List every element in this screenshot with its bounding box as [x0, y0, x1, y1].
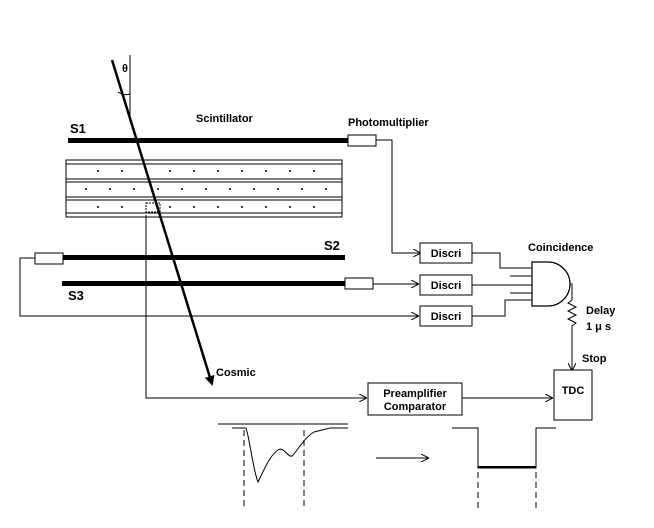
scintillator-bar-s2 — [62, 255, 345, 260]
comparator-label: Comparator — [384, 401, 447, 413]
theta-label: θ — [122, 63, 128, 75]
scintillator-bar-s1 — [68, 138, 348, 143]
wire-discri1-gate — [472, 252, 532, 269]
analog-pulse-waveform — [218, 423, 348, 510]
discri-label-3: Discri — [431, 311, 462, 323]
scintillator-bar-s3 — [62, 281, 345, 286]
digital-pulse-waveform — [452, 427, 556, 510]
cosmic-label: Cosmic — [216, 367, 256, 379]
coincidence-and-gate — [531, 261, 571, 307]
tdc-label: TDC — [562, 385, 585, 397]
preamplifier-comparator-box: Preamplifier Comparator — [367, 382, 463, 416]
photomultiplier-tube-s3 — [344, 277, 374, 290]
cosmic-track — [110, 59, 215, 386]
delay-value-label: 1 μ s — [586, 321, 611, 333]
stop-label: Stop — [582, 353, 607, 365]
coincidence-label: Coincidence — [528, 242, 593, 254]
discri-box-1: Discri — [419, 242, 473, 264]
delay-label: Delay — [586, 305, 616, 317]
photomultiplier-tube-s2 — [34, 252, 64, 265]
discri-label-2: Discri — [431, 280, 462, 292]
s1-label: S1 — [70, 121, 86, 136]
wire-gate-delay — [570, 283, 573, 300]
wire-discri3-gate — [472, 299, 532, 317]
s2-label: S2 — [324, 238, 340, 253]
discri-label-1: Discri — [431, 248, 462, 260]
signal-wire-chamber — [145, 215, 366, 398]
scintillator-label: Scintillator — [196, 113, 254, 125]
signal-wire-s2 — [19, 257, 418, 316]
delay-resistor — [566, 299, 578, 340]
signal-wire-s1 — [376, 139, 420, 253]
discri-box-2: Discri — [419, 274, 473, 296]
preamp-label: Preamplifier — [383, 388, 447, 400]
discri-box-3: Discri — [419, 305, 473, 327]
s3-label: S3 — [68, 288, 84, 303]
tdc-box: TDC — [553, 369, 593, 421]
photomultiplier-tube-s1 — [347, 134, 377, 147]
drift-chamber — [65, 159, 343, 218]
theta-arc — [117, 91, 131, 96]
photomultiplier-label: Photomultiplier — [348, 117, 429, 129]
